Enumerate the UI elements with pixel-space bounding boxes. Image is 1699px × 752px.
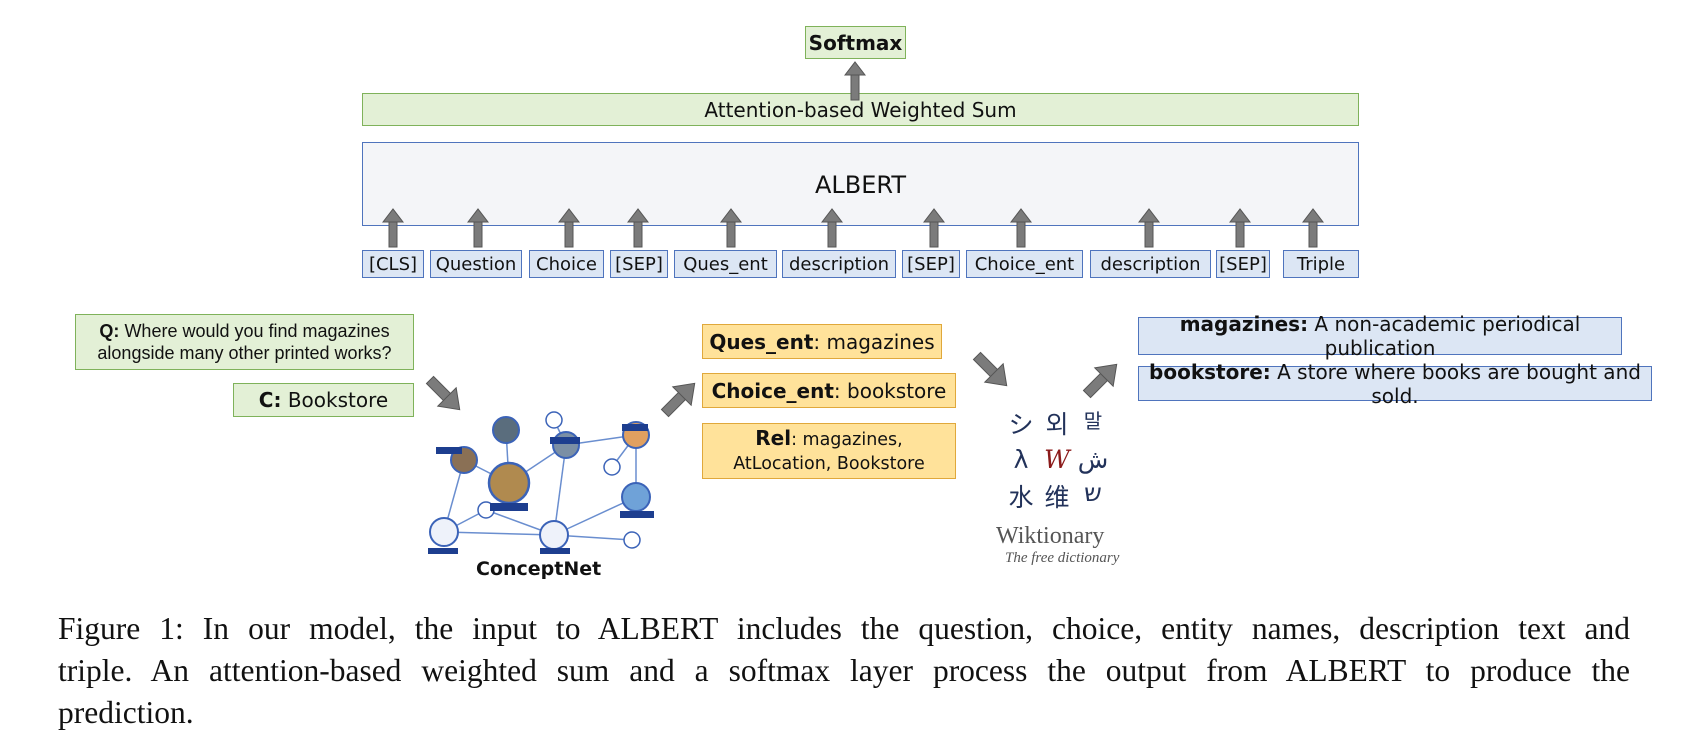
token-label: description	[1100, 253, 1201, 275]
definition-term: bookstore:	[1149, 359, 1271, 384]
albert-label: ALBERT	[814, 171, 906, 199]
token-label: Question	[435, 253, 517, 275]
definition-text: bookstore: A store where books are bough…	[1139, 360, 1651, 408]
definition-box-bookstore: bookstore: A store where books are bough…	[1138, 360, 1652, 408]
glyph: ش	[1077, 445, 1109, 474]
wiktionary-glyphs: シ 외 말 λ W ش 水 维 ש	[1003, 405, 1113, 514]
wiktionary-name: Wiktionary	[996, 523, 1105, 549]
diag-arrow-icon	[972, 351, 1008, 387]
token-question: Question	[430, 250, 522, 278]
token-sep-3: [SEP]	[1216, 250, 1270, 278]
glyph: 水	[1008, 483, 1034, 512]
wiktionary-tagline: The free dictionary	[1005, 550, 1120, 566]
definition-body: A non-academic periodical publication	[1308, 312, 1581, 360]
token-ques-ent: Ques_ent	[674, 250, 777, 278]
rel-label: Rel	[755, 426, 792, 450]
token-choice-ent: Choice_ent	[966, 250, 1083, 278]
question-label: Q:	[99, 321, 120, 341]
caption-line: Figure 1: In our model, the input to ALB…	[58, 611, 1630, 646]
token-label: [SEP]	[615, 253, 663, 275]
glyph: 维	[1044, 483, 1070, 512]
weighted-sum-box: Attention-based Weighted Sum	[362, 93, 1359, 126]
definition-body: A store where books are bought and sold.	[1270, 359, 1641, 408]
token-label: [SEP]	[1219, 253, 1267, 275]
diag-arrow-icon	[1082, 363, 1118, 399]
token-label: [SEP]	[907, 253, 955, 275]
token-choice: Choice	[529, 250, 604, 278]
definition-box-magazines: magazines: A non-academic periodical pub…	[1138, 312, 1622, 360]
choice-label: C:	[258, 388, 282, 412]
token-triple: Triple	[1283, 250, 1359, 278]
caption-line: triple. An attention-based weighted sum …	[58, 653, 1630, 688]
token-label: Choice_ent	[974, 253, 1075, 275]
figure-caption: Figure 1: In our model, the input to ALB…	[58, 608, 1630, 734]
question-body: Where would you find magazines alongside…	[97, 321, 392, 363]
token-sep-1: [SEP]	[610, 250, 668, 278]
ques-ent-text: Ques_ent: magazines	[709, 330, 934, 354]
weighted-sum-label: Attention-based Weighted Sum	[704, 97, 1017, 122]
token-label: [CLS]	[368, 253, 418, 275]
question-box: Q: Where would you find magazines alongs…	[75, 314, 414, 370]
conceptnet-graph	[428, 411, 654, 554]
token-label: Ques_ent	[683, 253, 768, 275]
choice-ent-value: : bookstore	[833, 378, 947, 403]
conceptnet-nodes	[429, 411, 651, 550]
glyph: 말	[1083, 409, 1103, 433]
wiktionary-logo: シ 외 말 λ W ش 水 维 ש Wiktionary The free di…	[996, 405, 1123, 566]
rel-box: Rel: magazines, AtLocation, Bookstore	[702, 423, 956, 479]
token-label: Triple	[1296, 253, 1346, 275]
definition-text: magazines: A non-academic periodical pub…	[1139, 312, 1621, 360]
token-description-1: description	[782, 250, 896, 278]
token-sep-2: [SEP]	[902, 250, 960, 278]
ques-ent-label: Ques_ent	[709, 329, 814, 354]
caption-line: prediction.	[58, 695, 194, 730]
glyph: 외	[1045, 410, 1069, 439]
choice-box: C: Bookstore	[233, 383, 414, 417]
glyph: λ	[1013, 445, 1029, 474]
token-cls: [CLS]	[362, 250, 424, 278]
rel-value: : magazines, AtLocation, Bookstore	[733, 430, 925, 474]
question-text: Q: Where would you find magazines alongs…	[84, 320, 405, 364]
choice-body: Bookstore	[287, 388, 389, 412]
ques-ent-value: : magazines	[813, 329, 935, 354]
choice-ent-label: Choice_ent	[711, 378, 834, 403]
albert-box: ALBERT	[362, 142, 1359, 226]
softmax-label: Softmax	[808, 30, 903, 55]
rel-text: Rel: magazines, AtLocation, Bookstore	[709, 426, 949, 476]
token-label: description	[788, 253, 890, 275]
softmax-box: Softmax	[805, 26, 906, 59]
conceptnet-title: ConceptNet	[476, 558, 602, 580]
glyph: シ	[1008, 410, 1034, 439]
ques-ent-box: Ques_ent: magazines	[702, 324, 942, 359]
choice-ent-text: Choice_ent: bookstore	[712, 379, 947, 403]
token-description-2: description	[1090, 250, 1211, 278]
choice-text: C: Bookstore	[259, 388, 388, 412]
token-label: Choice	[536, 253, 597, 275]
choice-ent-box: Choice_ent: bookstore	[702, 373, 956, 408]
definition-term: magazines:	[1179, 312, 1309, 336]
glyph: W	[1044, 445, 1070, 474]
glyph: ש	[1084, 478, 1102, 507]
